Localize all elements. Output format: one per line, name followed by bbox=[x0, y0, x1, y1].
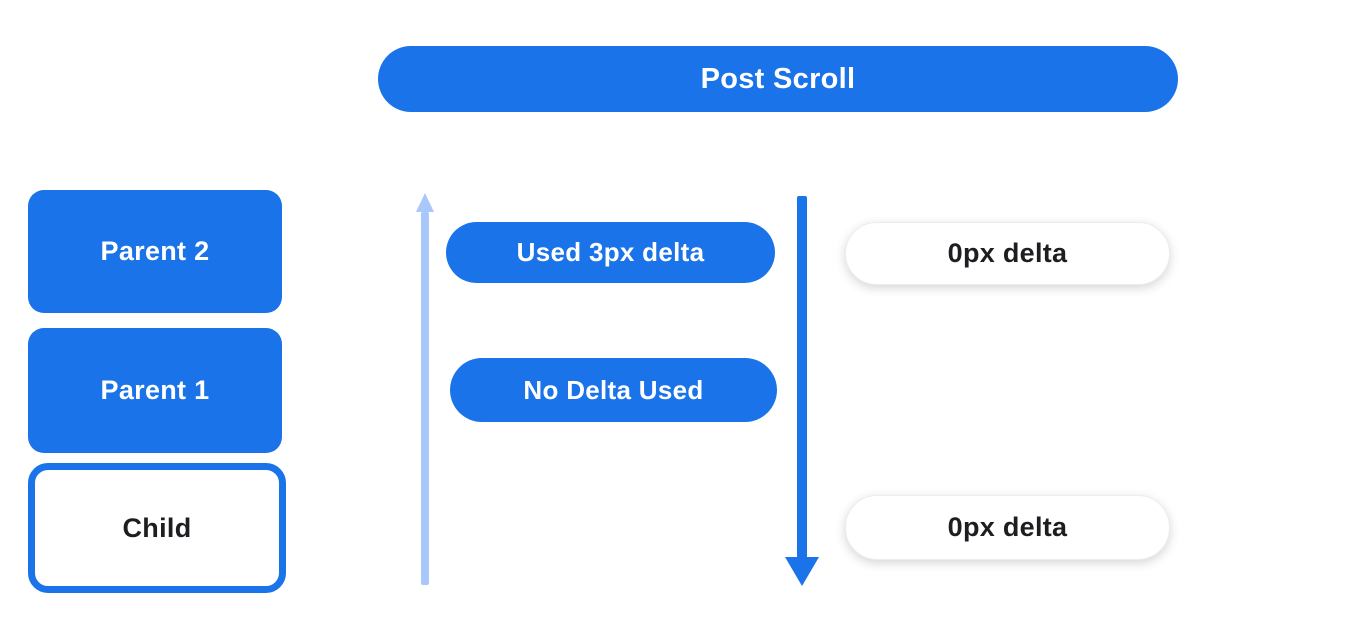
no-delta-used-pill: No Delta Used bbox=[450, 358, 777, 422]
down-arrow-shaft bbox=[797, 196, 807, 558]
zero-delta-top-label: 0px delta bbox=[947, 238, 1068, 268]
parent-2-box: Parent 2 bbox=[28, 190, 282, 313]
child-label: Child bbox=[122, 512, 192, 543]
up-arrowhead bbox=[416, 193, 434, 212]
zero-delta-bottom-label: 0px delta bbox=[947, 512, 1068, 542]
child-box: Child bbox=[28, 463, 286, 593]
used-3px-delta-pill: Used 3px delta bbox=[446, 222, 775, 283]
scroll-up-arrow-icon bbox=[416, 193, 434, 585]
up-arrow-shaft bbox=[421, 212, 429, 585]
parent-2-label: Parent 2 bbox=[100, 236, 210, 266]
post-scroll-header: Post Scroll bbox=[378, 46, 1178, 112]
down-arrowhead bbox=[785, 557, 819, 586]
no-delta-used-label: No Delta Used bbox=[523, 374, 704, 405]
zero-delta-pill-top: 0px delta bbox=[845, 222, 1170, 285]
parent-1-label: Parent 1 bbox=[100, 375, 210, 405]
used-3px-delta-label: Used 3px delta bbox=[516, 237, 705, 267]
zero-delta-pill-bottom: 0px delta bbox=[845, 495, 1170, 560]
scroll-down-arrow-icon bbox=[785, 196, 819, 586]
parent-1-box: Parent 1 bbox=[28, 328, 282, 453]
post-scroll-label: Post Scroll bbox=[700, 62, 856, 95]
